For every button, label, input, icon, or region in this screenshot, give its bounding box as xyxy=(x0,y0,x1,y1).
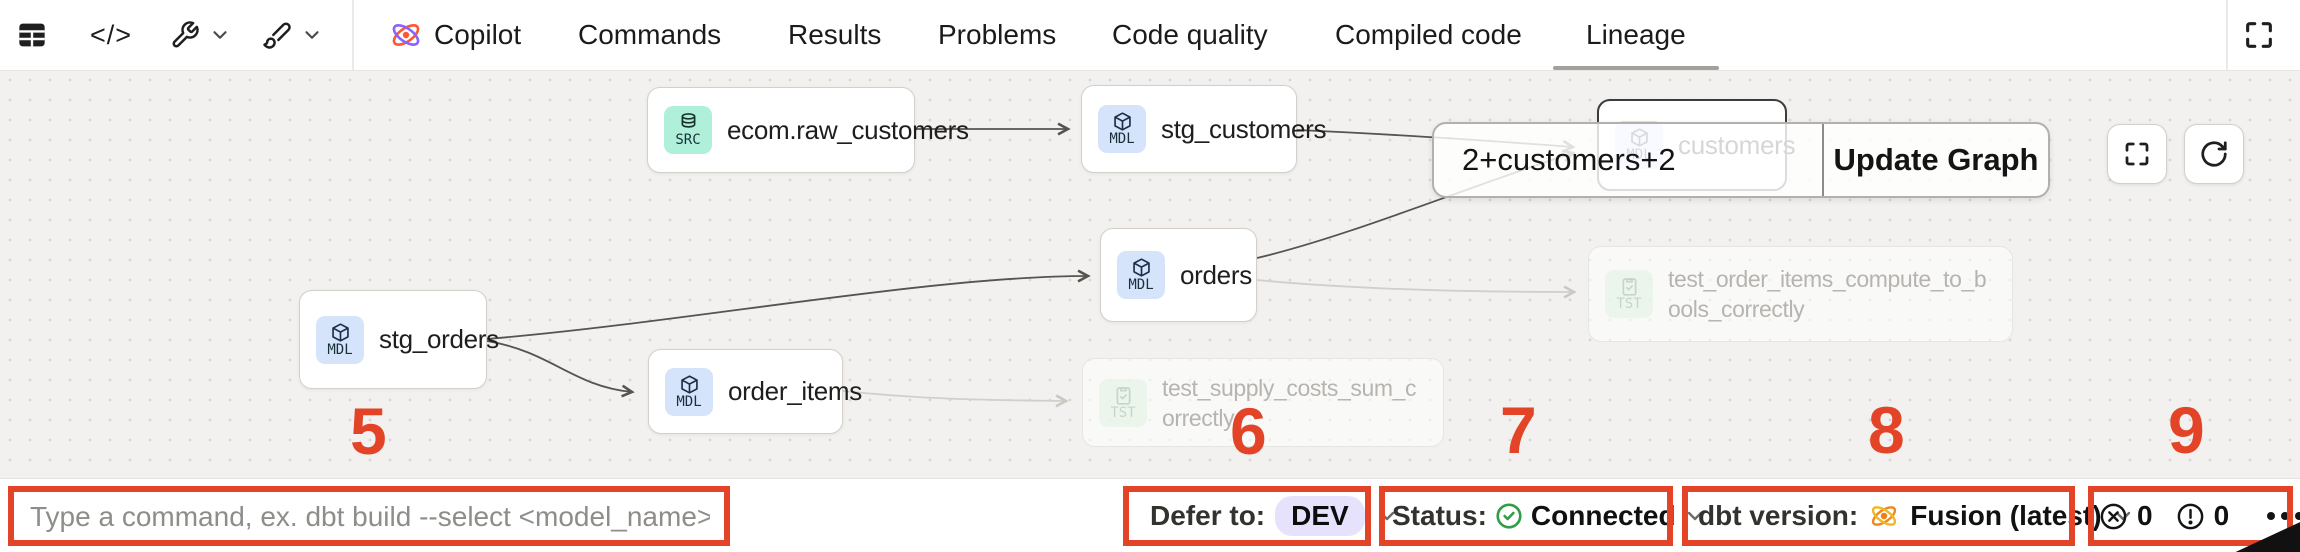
badge-label: TST xyxy=(1616,296,1642,312)
selector-divider xyxy=(1822,124,1824,196)
badge-label: SRC xyxy=(675,132,701,148)
node-label: stg_orders xyxy=(379,324,499,354)
node-label: orders xyxy=(1180,259,1252,290)
table-view-button[interactable] xyxy=(16,0,48,70)
build-tools-button[interactable] xyxy=(170,0,231,70)
error-circle-icon[interactable] xyxy=(2098,501,2129,532)
badge-label: MDL xyxy=(1109,131,1135,147)
refresh-icon xyxy=(2199,139,2229,169)
node-label: ecom.raw_customers xyxy=(727,114,969,145)
more-menu-icon[interactable] xyxy=(2267,512,2300,520)
tab-results[interactable]: Results xyxy=(788,0,881,70)
defer-label: Defer to: xyxy=(1150,500,1266,531)
chevron-down-icon xyxy=(2111,504,2135,528)
tab-label: Results xyxy=(788,19,882,50)
model-badge: MDL xyxy=(665,367,713,416)
fit-view-icon xyxy=(2122,139,2152,169)
code-view-button[interactable]: </> xyxy=(90,0,132,70)
tab-label: Commands xyxy=(578,19,722,50)
chevron-down-icon xyxy=(209,24,231,46)
update-graph-button[interactable]: Update Graph xyxy=(1833,142,2039,177)
status-label: Status: xyxy=(1392,500,1487,531)
code-icon: </> xyxy=(90,19,133,50)
copilot-icon xyxy=(388,17,424,53)
dbt-version-dropdown[interactable]: dbt version: Fusion (latest) xyxy=(1698,479,2135,552)
chevron-down-icon xyxy=(301,24,323,46)
refresh-button[interactable] xyxy=(2184,124,2244,184)
tab-label: Copilot xyxy=(434,19,522,50)
fit-view-button[interactable] xyxy=(2107,124,2167,184)
fusion-icon xyxy=(1867,499,1901,533)
badge-label: MDL xyxy=(1128,277,1154,293)
tab-label: Code quality xyxy=(1112,19,1268,50)
model-badge: MDL xyxy=(1117,251,1165,299)
tab-lineage[interactable]: Lineage xyxy=(1586,0,1686,70)
node-label: stg_customers xyxy=(1161,113,1327,144)
node-orders[interactable]: MDL orders xyxy=(1100,228,1257,322)
fullscreen-icon xyxy=(2242,18,2276,52)
warning-circle-icon[interactable] xyxy=(2175,501,2206,532)
node-test-supply-costs[interactable]: TST test_supply_costs_sum_correctly xyxy=(1082,358,1444,447)
graph-selector-input[interactable]: 2+customers+2 xyxy=(1462,142,1676,177)
badge-label: MDL xyxy=(327,341,353,358)
tab-label: Compiled code xyxy=(1335,19,1522,50)
error-count: 0 xyxy=(2137,500,2153,531)
node-label: test_order_items_compute_to_bools_correc… xyxy=(1668,266,1987,322)
toolbar: </> Copilot Commands xyxy=(0,0,2300,71)
warning-count: 0 xyxy=(2213,500,2230,531)
status-value: Connected xyxy=(1530,500,1676,531)
node-label: order_items xyxy=(728,376,862,406)
node-stg-customers[interactable]: MDL stg_customers xyxy=(1081,85,1326,173)
node-test-order-items[interactable]: TST test_order_items_compute_to_bools_co… xyxy=(1588,246,2013,342)
tab-label: Problems xyxy=(938,19,1057,50)
badge-label: MDL xyxy=(676,393,702,410)
tab-compiled-code[interactable]: Compiled code xyxy=(1335,0,1522,70)
source-badge: SRC xyxy=(664,106,712,154)
tab-copilot[interactable]: Copilot xyxy=(388,0,521,70)
cleanup-tools-button[interactable] xyxy=(262,0,323,70)
badge-label: TST xyxy=(1110,404,1136,421)
command-input[interactable] xyxy=(28,479,712,552)
version-label: dbt version: xyxy=(1698,500,1859,531)
node-label: test_supply_costs_sum_correctly xyxy=(1162,374,1417,431)
active-tab-underline xyxy=(1553,66,1719,70)
model-badge: MDL xyxy=(1098,105,1146,153)
toolbar-divider xyxy=(352,0,354,70)
wrench-icon xyxy=(170,20,200,50)
chevron-down-icon xyxy=(1683,504,1707,528)
test-badge: TST xyxy=(1605,270,1653,318)
node-raw-customers[interactable]: SRC ecom.raw_customers xyxy=(647,87,969,173)
node-stg-orders[interactable]: MDL stg_orders xyxy=(299,290,499,389)
tab-code-quality[interactable]: Code quality xyxy=(1112,0,1268,70)
table-icon xyxy=(16,19,48,51)
broom-icon xyxy=(262,20,292,50)
lineage-canvas[interactable]: SRC ecom.raw_customers MDL stg_customers… xyxy=(0,70,2300,478)
problem-counts: 0 0 xyxy=(2098,479,2300,552)
toolbar-divider xyxy=(2226,0,2228,70)
node-order-items[interactable]: MDL order_items xyxy=(648,349,862,434)
tab-problems[interactable]: Problems xyxy=(938,0,1056,70)
check-circle-icon xyxy=(1494,501,1524,531)
defer-dropdown[interactable]: Defer to: DEV xyxy=(1150,479,1399,552)
model-badge: MDL xyxy=(316,315,364,364)
status-dropdown[interactable]: Status: Connected xyxy=(1392,479,1707,552)
defer-value-badge: DEV xyxy=(1275,496,1365,536)
fullscreen-button[interactable] xyxy=(2242,0,2276,70)
command-status-bar: Defer to: DEV Status: Connected dbt vers… xyxy=(0,478,2300,552)
tab-label: Lineage xyxy=(1586,19,1686,50)
graph-selector: 2+customers+2 Update Graph xyxy=(1432,122,2050,198)
test-badge: TST xyxy=(1099,378,1147,427)
tab-commands[interactable]: Commands xyxy=(578,0,721,70)
version-value: Fusion (latest) xyxy=(1910,500,2102,531)
